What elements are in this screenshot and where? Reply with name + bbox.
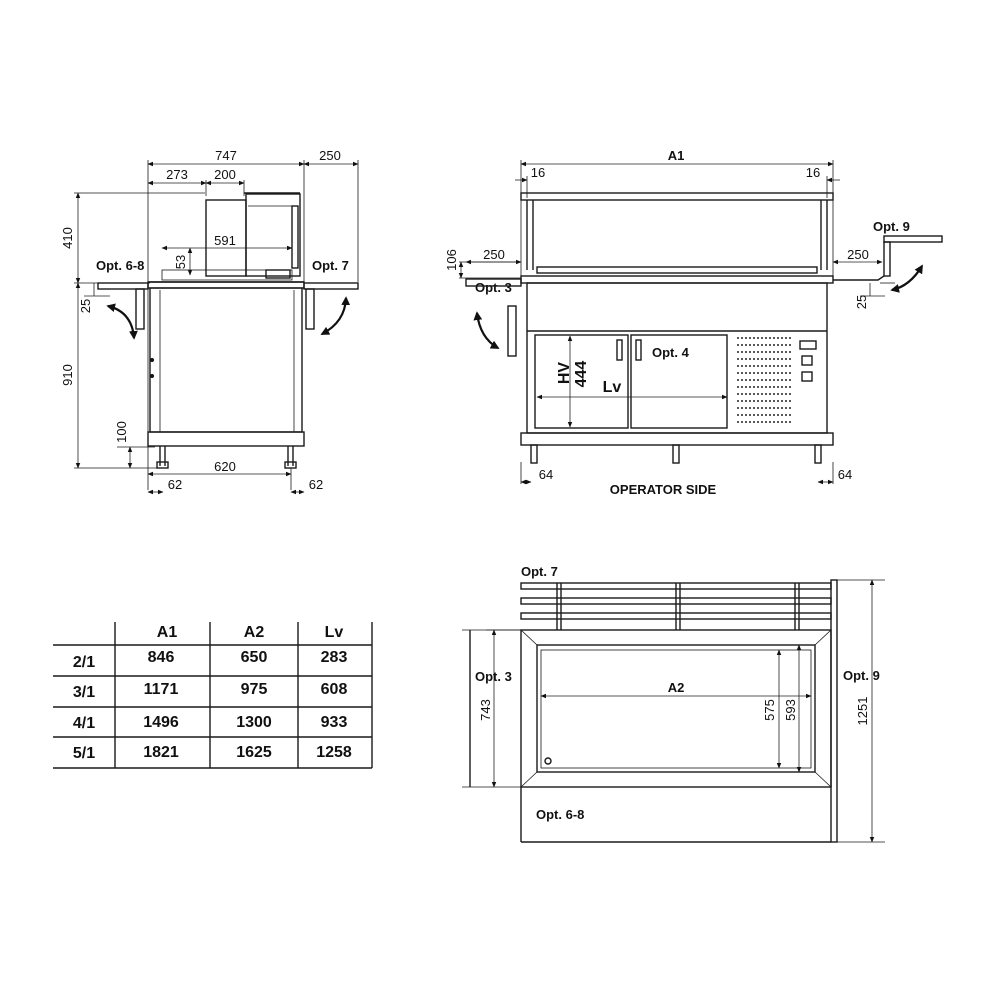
label-opt-4: Opt. 4 <box>652 345 690 360</box>
dimensions-table: A1 A2 Lv 2/1 846 650 283 3/1 1171 975 60… <box>53 622 373 769</box>
table-cell: 3/1 <box>73 684 95 701</box>
table-cell: 4/1 <box>73 715 95 732</box>
table-cell: 1625 <box>236 744 272 761</box>
table-cell: 1821 <box>143 744 179 761</box>
dim-273: 273 <box>166 167 188 182</box>
table-row: 5/1 1821 1625 1258 <box>73 744 352 762</box>
table-header-a2: A2 <box>244 624 265 641</box>
dim-lv: Lv <box>603 379 622 396</box>
dim-hv: HV <box>556 362 573 385</box>
condenser-grille <box>737 337 793 423</box>
top-view: 743 A2 575 593 1251 Opt. 7 Opt. 3 Opt. 9… <box>462 564 885 843</box>
dim-250-right: 250 <box>847 247 869 262</box>
dim-25: 25 <box>78 299 93 313</box>
table-cell: 1258 <box>316 744 352 761</box>
dim-100: 100 <box>114 421 129 443</box>
label-opt-6-8: Opt. 6-8 <box>96 258 144 273</box>
table-cell: 933 <box>321 714 348 731</box>
dim-106: 106 <box>444 249 459 271</box>
dim-410: 410 <box>60 227 75 249</box>
dim-620: 620 <box>214 459 236 474</box>
table-row: 3/1 1171 975 608 <box>73 681 348 701</box>
dim-743: 743 <box>478 699 493 721</box>
dim-a2: A2 <box>668 680 685 695</box>
table-header-lv: Lv <box>325 624 344 641</box>
dim-747: 747 <box>215 148 237 163</box>
table-cell: 5/1 <box>73 745 95 762</box>
label-opt-3: Opt. 3 <box>475 280 512 295</box>
dim-64-left: 64 <box>539 467 553 482</box>
dim-200: 200 <box>214 167 236 182</box>
table-cell: 846 <box>148 649 175 666</box>
label-opt-9: Opt. 9 <box>873 219 910 234</box>
dim-16-left: 16 <box>531 165 545 180</box>
dim-64-right: 64 <box>838 467 852 482</box>
dim-1251: 1251 <box>855 697 870 726</box>
table-cell: 975 <box>241 681 268 698</box>
dim-591: 591 <box>214 233 236 248</box>
dim-910: 910 <box>60 364 75 386</box>
table-cell: 283 <box>321 649 348 666</box>
dim-575: 575 <box>762 699 777 721</box>
dim-16-right: 16 <box>806 165 820 180</box>
side-view: 747 250 273 200 591 53 410 910 25 100 62… <box>60 148 359 495</box>
table-cell: 1300 <box>236 714 272 731</box>
label-opt-9: Opt. 9 <box>843 668 880 683</box>
operator-side-label: OPERATOR SIDE <box>610 482 717 497</box>
label-opt-7: Opt. 7 <box>521 564 558 579</box>
dim-250-left: 250 <box>483 247 505 262</box>
label-opt-3: Opt. 3 <box>475 669 512 684</box>
dim-250: 250 <box>319 148 341 163</box>
table-cell: 650 <box>241 649 268 666</box>
table-cell: 1496 <box>143 714 179 731</box>
table-header-a1: A1 <box>157 624 178 641</box>
dim-593: 593 <box>783 699 798 721</box>
table-row: 4/1 1496 1300 933 <box>73 714 348 732</box>
table-cell: 608 <box>321 681 348 698</box>
front-view: A1 16 16 250 106 250 25 64 64 <box>444 148 943 497</box>
dim-a1: A1 <box>668 148 685 163</box>
dim-62-right: 62 <box>309 477 323 492</box>
dim-53: 53 <box>173 255 188 269</box>
table-cell: 1171 <box>144 681 179 698</box>
dim-25: 25 <box>854 295 869 309</box>
table-cell: 2/1 <box>73 654 95 671</box>
label-opt-6-8: Opt. 6-8 <box>536 807 584 822</box>
dim-444: 444 <box>573 361 590 388</box>
label-opt-7: Opt. 7 <box>312 258 349 273</box>
table-row: 2/1 846 650 283 <box>73 649 348 671</box>
dim-62-left: 62 <box>168 477 182 492</box>
